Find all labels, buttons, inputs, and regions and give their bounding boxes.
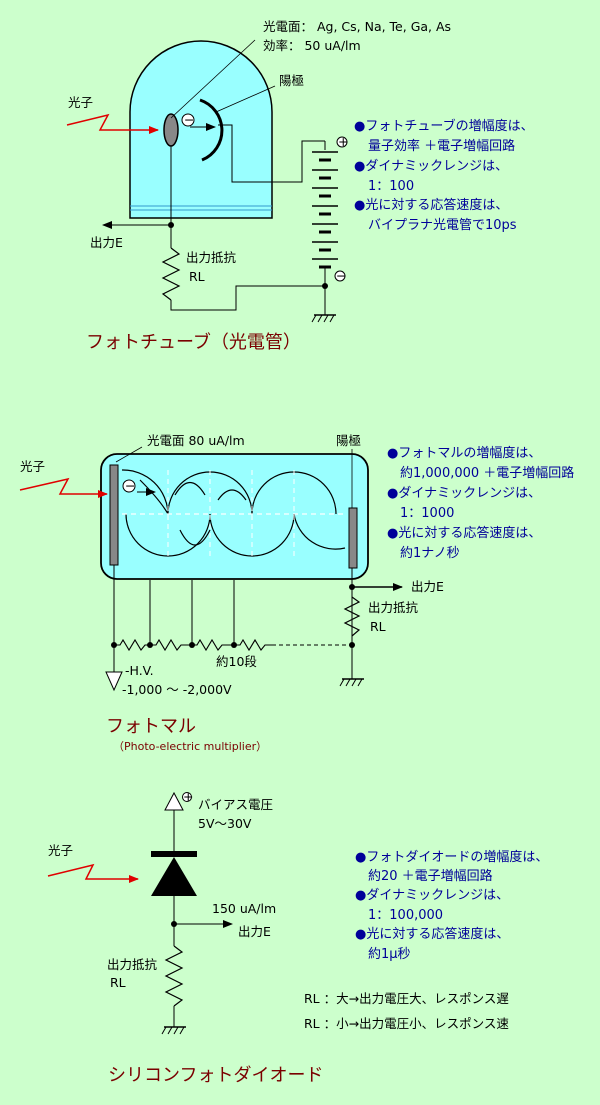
phototube-section: − 光電面： Ag, Cs, Na, Te, Ga, As 効率： 50 uA/… [66,19,534,353]
note-line-3: ●ダイナミックレンジは、 [354,159,508,174]
hv-terminal-icon [105,671,123,692]
hv-range-label: -1,000 ～ -2,000V [122,682,232,697]
anode-label: 陽極 [279,73,304,88]
anode-electrode [199,98,224,162]
photomultiplier-tube [100,453,369,580]
output-label: 出力E [90,235,123,250]
note-line-1: ●フォトチューブの増幅度は、 [354,118,534,134]
photon-zigzag [19,477,108,498]
ground-symbol [161,1026,186,1035]
note-line-2: 約1,000,000 ＋電子増幅回路 [400,465,574,481]
photomultiplier-subtitle: （Photo-electric multiplier） [113,740,267,753]
rl-note-large: RL ：大→出力電圧大、レスポンス遅 [304,991,509,1006]
note-line-2: 約20 ＋電子増幅回路 [368,868,493,884]
svg-text:−: − [184,112,194,127]
note-line-5: ●光に対する応答速度は、 [355,926,509,942]
cathode-leader-line [170,39,256,119]
stages-label: 約10段 [216,654,257,669]
note-line-1: ●フォトマルの増幅度は、 [387,445,541,461]
plus-terminal-icon [336,136,348,148]
note-line-4: 1：100,000 [368,908,443,923]
anode-plate [348,507,358,569]
photodiode-section: + バイアス電圧 5V～30V 150 uA/lm 出力E 光子 出力抵抗 RL… [47,789,548,1086]
electron-icon [181,113,195,127]
photocathode-plate [109,464,119,566]
bias-range-label: 5V～30V [198,816,252,831]
note-line-3: ●ダイナミックレンジは、 [355,888,509,903]
photocathode-label: 光電面 80 uA/lm [147,433,245,448]
photodiode-title: シリコンフォトダイオード [108,1065,323,1086]
cathode-electrode [163,113,179,147]
note-line-4: 1：1000 [400,506,454,521]
note-line-6: 約1μ秒 [368,947,411,962]
svg-text:+: + [183,789,193,804]
current-label: 150 uA/lm [212,901,276,916]
svg-text:−: − [125,478,135,493]
note-line-5: ●光に対する応答速度は、 [354,197,508,213]
note-line-3: ●ダイナミックレンジは、 [387,486,541,501]
hv-label: -H.V. [125,663,154,678]
photodiode-symbol [151,851,197,896]
bias-voltage-label: バイアス電圧 [198,797,273,812]
note-line-6: 約1ナノ秒 [400,546,460,561]
photon-label: 光子 [68,95,93,110]
photon-zigzag [47,863,139,883]
photomultiplier-title: フォトマル [106,716,196,737]
cathode-material-label: 光電面： Ag, Cs, Na, Te, Ga, As [263,19,451,34]
note-line-1: ●フォトダイオードの増幅度は、 [355,849,548,865]
anode-label: 陽極 [336,433,361,448]
note-line-2: 量子効率 ＋電子増幅回路 [368,138,515,154]
output-resistor-label: 出力抵抗 [186,250,237,265]
output-label: 出力E [238,924,271,939]
rl-label: RL [110,975,126,990]
output-resistor [161,247,181,301]
photon-label: 光子 [48,843,73,858]
bias-terminal-icon [164,791,184,811]
phototube-bulb [129,40,273,219]
rl-label: RL [189,269,205,284]
photon-zigzag [66,113,159,134]
output-resistor [164,945,184,1007]
rl-label: RL [370,619,386,634]
efficiency-label: 効率： 50 uA/lm [263,38,361,53]
photomultiplier-section: − 光電面 80 uA/lm 陽極 光子 出力E 出力抵抗 RL 約10段 [19,433,574,753]
battery-symbol [312,141,338,315]
minus-terminal-icon [334,270,346,282]
note-line-6: バイプラナ光電管で10ps [368,218,517,233]
output-resistor-label: 出力抵抗 [107,957,158,972]
svg-text:−: − [336,268,346,283]
electron-icon [122,479,136,493]
phototube-title: フォトチューブ（光電管） [86,331,301,353]
rl-note-small: RL ：小→出力電圧小、レスポンス速 [304,1016,509,1031]
output-resistor-label: 出力抵抗 [368,600,419,615]
note-line-4: 1：100 [368,179,414,194]
svg-text:+: + [338,134,348,149]
ground-symbol [311,314,336,323]
note-line-5: ●光に対する応答速度は、 [387,525,541,541]
output-resistor [343,596,361,637]
ground-symbol [339,678,364,687]
anode-leader-line [215,85,276,113]
photon-label: 光子 [20,459,45,474]
output-label: 出力E [411,579,444,594]
